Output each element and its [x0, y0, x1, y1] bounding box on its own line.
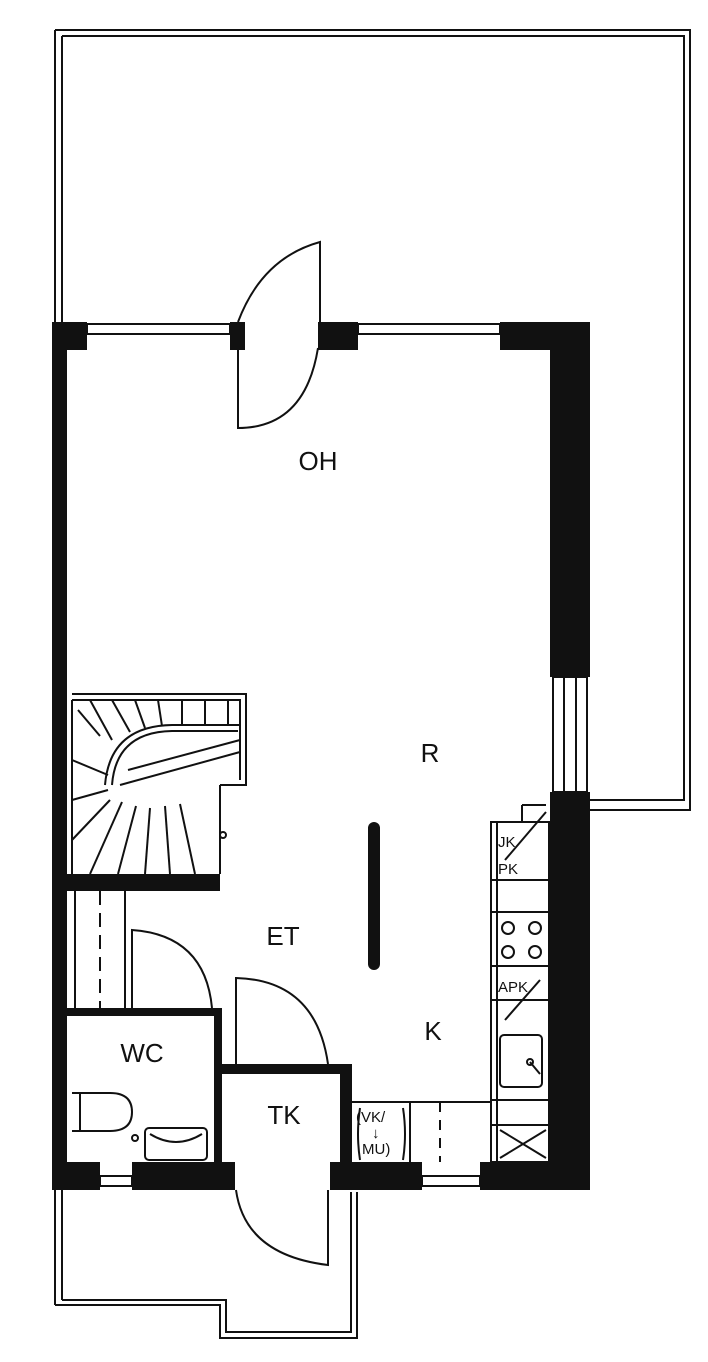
room-label-wc: WC	[120, 1038, 163, 1068]
interior-walls	[67, 822, 380, 1168]
wc-fixtures	[72, 1092, 208, 1161]
doors	[131, 240, 329, 1267]
room-label-oh: OH	[299, 446, 338, 476]
fixture-label-arrow: ↓	[372, 1125, 380, 1142]
fixture-label-apk: APK	[498, 979, 528, 996]
room-label-et: ET	[266, 921, 299, 951]
entry-wardrobe	[74, 891, 126, 1008]
exterior-walls	[52, 322, 590, 1190]
windows	[86, 323, 588, 1187]
fixture-label-vk: (VK/	[356, 1109, 386, 1126]
room-label-k: K	[424, 1016, 442, 1046]
room-label-tk: TK	[267, 1100, 301, 1130]
kitchen-counter	[490, 804, 550, 1163]
terrace-outline	[54, 29, 691, 811]
fixture-label-jk: JK	[498, 834, 516, 851]
porch-outline	[54, 1190, 358, 1339]
room-label-r: R	[421, 738, 440, 768]
fixture-label-pk: PK	[498, 861, 518, 878]
staircase	[71, 693, 247, 875]
utility-niche	[352, 1101, 491, 1162]
fixture-label-mu: MU)	[362, 1141, 390, 1158]
